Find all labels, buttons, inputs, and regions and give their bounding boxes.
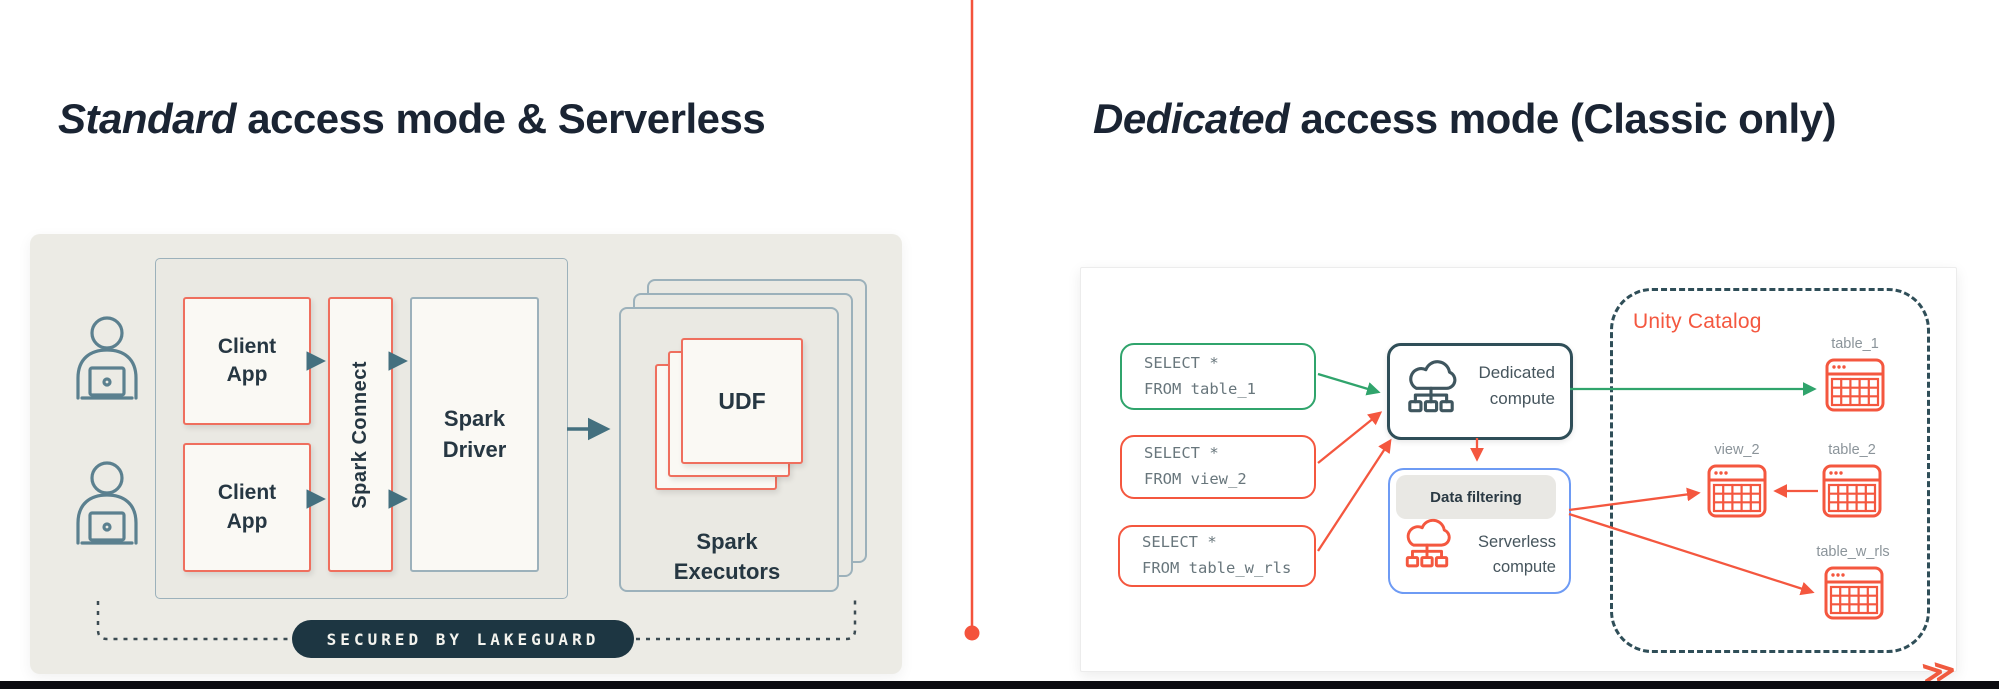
cloud-cluster-icon-red xyxy=(1400,516,1454,568)
table-1-label: table_1 xyxy=(1831,336,1879,352)
client-app-box-bottom: Client App xyxy=(183,443,311,572)
right-title-rest: access mode (Classic only) xyxy=(1289,95,1836,142)
cloud-cluster-icon xyxy=(1402,357,1460,413)
table-w-rls-label: table_w_rls xyxy=(1816,544,1890,560)
udf-card-front: UDF xyxy=(681,338,803,464)
dedicated-compute-label: Dedicated compute xyxy=(1478,363,1555,408)
left-title-emphasis: Standard xyxy=(58,95,237,142)
spark-driver-box: Spark Driver xyxy=(410,297,539,572)
right-title: Dedicated access mode (Classic only) xyxy=(1093,98,1836,140)
unity-catalog-boundary xyxy=(1610,288,1930,653)
right-title-emphasis: Dedicated xyxy=(1093,95,1290,142)
left-title: Standard access mode & Serverless xyxy=(58,95,766,142)
unity-catalog-label: Unity Catalog xyxy=(1633,310,1762,333)
left-title-rest: access mode & Serverless xyxy=(236,95,766,142)
table-icon xyxy=(1822,464,1882,518)
bottom-edge-bar xyxy=(0,681,1999,689)
table-2-label: table_2 xyxy=(1828,442,1876,458)
client-app-box-top: Client App xyxy=(183,297,311,425)
query-box-table-1: SELECT * FROM table_1 xyxy=(1120,343,1316,410)
table-icon xyxy=(1825,358,1885,412)
view-2-label: view_2 xyxy=(1714,442,1760,458)
spark-connect-box: Spark Connect xyxy=(328,297,393,572)
spark-connect-label: Spark Connect xyxy=(349,360,371,509)
table-icon xyxy=(1824,566,1884,620)
serverless-compute-label: Serverless compute xyxy=(1478,533,1556,576)
query-box-table-w-rls: SELECT * FROM table_w_rls xyxy=(1118,525,1316,587)
user-laptop-icon xyxy=(70,457,144,551)
query-box-view-2: SELECT * FROM view_2 xyxy=(1120,435,1316,499)
table-icon xyxy=(1707,464,1767,518)
spark-executors-label: Spark Executors xyxy=(673,529,781,584)
dedicated-compute-box xyxy=(1387,343,1573,440)
secured-by-lakeguard-badge: SECURED BY LAKEGUARD xyxy=(292,620,634,658)
user-laptop-icon xyxy=(70,312,144,406)
data-filtering-chip: Data filtering xyxy=(1396,475,1556,519)
